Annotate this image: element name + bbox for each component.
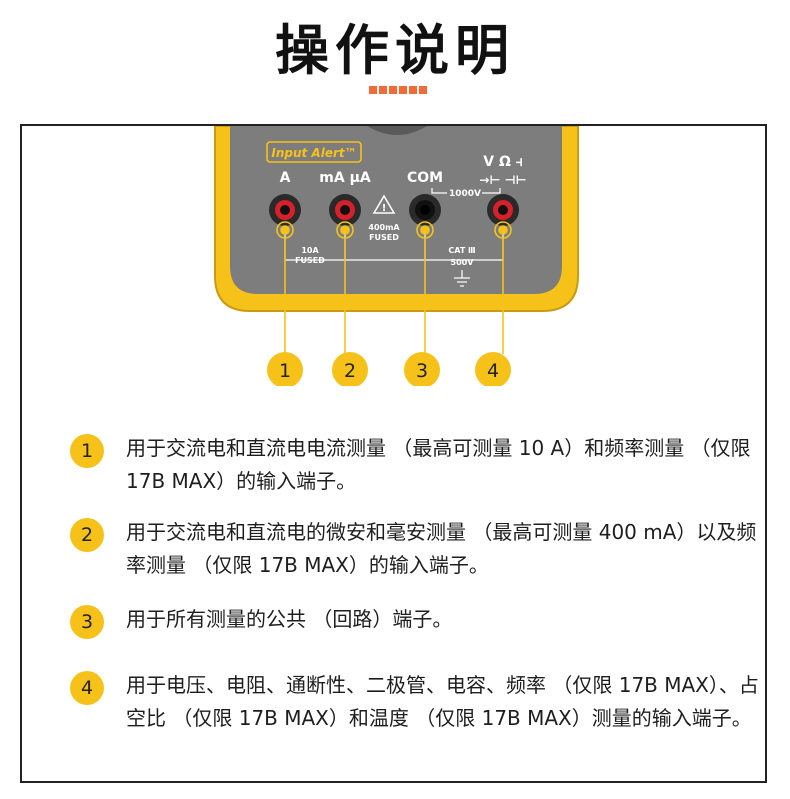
- item-description: 用于交流电和直流电的微安和毫安测量 （最高可测量 400 mA）以及频率测量 （…: [126, 520, 757, 577]
- content-frame: Input Alert™ A mA µA COM V Ω ⫞ →⊢ ⊣⊢ 100…: [20, 124, 767, 783]
- port-label-a: A: [280, 170, 291, 186]
- input-alert-text: Input Alert™: [271, 146, 356, 160]
- item-number-badge: 4: [70, 671, 104, 705]
- fuse-400ma-label: 400mA: [368, 223, 400, 232]
- terminal-a: [269, 194, 301, 226]
- svg-text:4: 4: [487, 360, 499, 382]
- callout-3: 3: [404, 352, 440, 386]
- page-title: 操作说明: [275, 19, 515, 82]
- diode-capacitor-icon: →⊢ ⊣⊢: [479, 173, 526, 187]
- svg-text:!: !: [382, 203, 387, 214]
- cat-rating-label: CAT Ⅲ: [448, 246, 475, 255]
- port-label-com: COM: [407, 170, 443, 186]
- title-underline-dots: [369, 86, 427, 94]
- port-label-ma: mA µA: [319, 170, 371, 186]
- callout-2: 2: [332, 352, 368, 386]
- svg-text:3: 3: [416, 360, 428, 382]
- item-description: 用于交流电和直流电电流测量 （最高可测量 10 A）和频率测量 （仅限 17B …: [126, 436, 751, 493]
- svg-text:2: 2: [344, 360, 356, 382]
- svg-text:FUSED: FUSED: [369, 233, 399, 242]
- port-label-v: V Ω ⫞: [483, 154, 522, 170]
- item-description: 用于电压、电阻、通断性、二极管、电容、频率 （仅限 17B MAX）、占空比 （…: [126, 673, 759, 730]
- svg-text:FUSED: FUSED: [295, 256, 325, 265]
- terminal-ma-ua: [329, 194, 361, 226]
- svg-text:1: 1: [279, 360, 291, 382]
- item-number-badge: 2: [70, 518, 104, 552]
- item-number-badge: 1: [70, 434, 104, 468]
- warning-icon: [372, 194, 396, 214]
- max-voltage-label: 1000V: [449, 189, 481, 199]
- terminal-com: [409, 194, 441, 226]
- fuse-10a-label: 10A: [301, 246, 319, 255]
- meter-terminal-illustration: Input Alert™ A mA µA COM V Ω ⫞ →⊢ ⊣⊢ 100…: [214, 126, 579, 386]
- terminal-v-ohm: [487, 194, 519, 226]
- callout-4: 4: [475, 352, 511, 386]
- item-number-badge: 3: [70, 605, 104, 639]
- input-alert-badge: [266, 141, 362, 163]
- callout-1: 1: [267, 352, 303, 386]
- item-description: 用于所有测量的公共 （回路）端子。: [126, 607, 453, 631]
- svg-text:500V: 500V: [451, 258, 475, 267]
